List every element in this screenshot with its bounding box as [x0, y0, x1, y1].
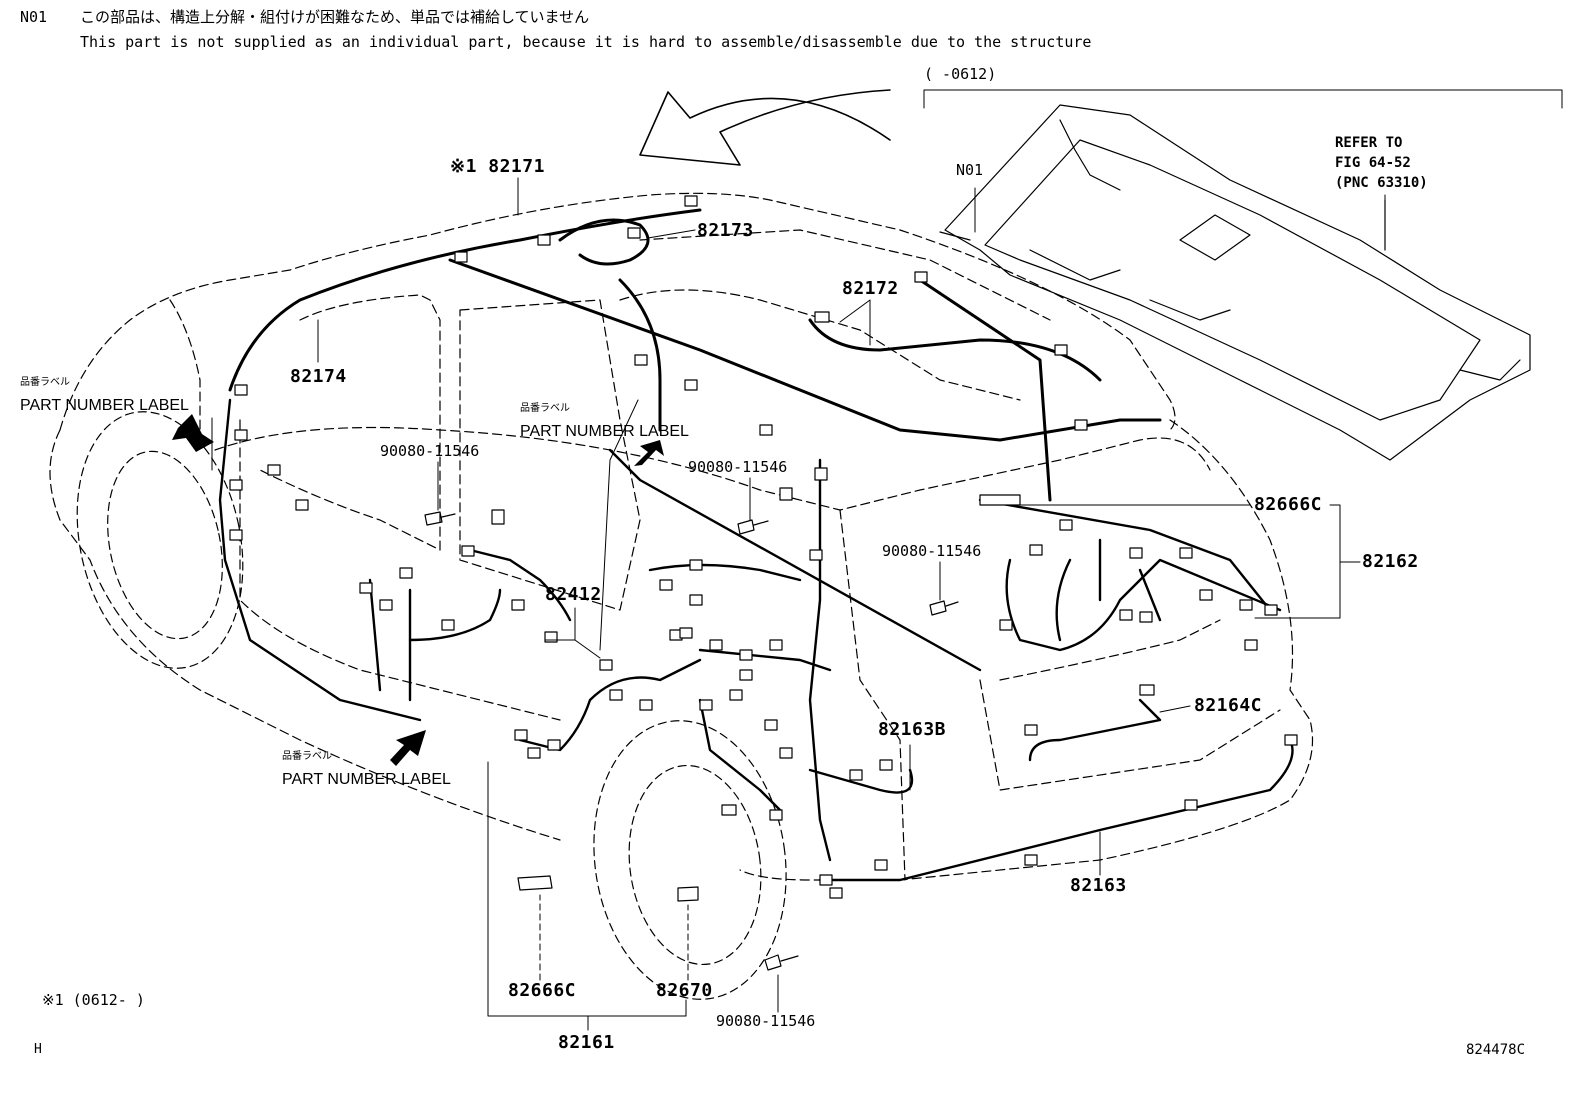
label-pointer-arrows: [172, 414, 664, 766]
vehicle-body-outline: [49, 192, 1314, 881]
direction-arrow-icon: [639, 89, 891, 166]
part-number-label-bottom: PART NUMBER LABEL: [282, 771, 451, 788]
callout-82171[interactable]: ※1 82171: [450, 156, 545, 177]
refer-line-3: (PNC 63310): [1335, 175, 1428, 191]
part-number-label-jp-mid: 品番ラベル: [520, 403, 570, 414]
date-range-bracket: [923, 89, 1563, 109]
note-english: This part is not supplied as an individu…: [80, 33, 1092, 51]
refer-line-1: REFER TO: [1335, 135, 1403, 151]
callout-82412[interactable]: 82412: [545, 584, 602, 605]
headliner-panel: [939, 104, 1531, 461]
callout-bolt-d[interactable]: 90080-11546: [716, 1012, 816, 1030]
callout-bolt-c[interactable]: 90080-11546: [882, 542, 982, 560]
part-number-label-left: PART NUMBER LABEL: [20, 397, 189, 414]
corner-code: H: [34, 1042, 42, 1057]
callout-82174[interactable]: 82174: [290, 366, 347, 387]
callout-82666c-top[interactable]: 82666C: [1254, 494, 1323, 515]
refer-line-2: FIG 64-52: [1335, 155, 1411, 171]
callout-82164c[interactable]: 82164C: [1194, 695, 1263, 716]
wheel-rear: [593, 720, 787, 1000]
callout-bolt-b[interactable]: 90080-11546: [688, 458, 788, 476]
leader-lines: [211, 177, 1386, 1031]
callout-bolt-a[interactable]: 90080-11546: [380, 442, 480, 460]
callout-82161[interactable]: 82161: [558, 1032, 615, 1053]
callout-82162[interactable]: 82162: [1362, 551, 1419, 572]
wire-harness-roof: [228, 208, 1162, 502]
note-code: N01: [20, 8, 48, 26]
wheel-front: [76, 411, 244, 669]
callout-82666c-bottom[interactable]: 82666C: [508, 980, 577, 1001]
bolt-icons: [424, 511, 959, 971]
wire-harness-floor: [218, 398, 1294, 882]
figure-id: 824478C: [1466, 1042, 1526, 1058]
callout-82163[interactable]: 82163: [1070, 875, 1127, 896]
callout-82172[interactable]: 82172: [842, 278, 899, 299]
part-number-label-mid: PART NUMBER LABEL: [520, 423, 689, 440]
date-range-top: ( -0612): [924, 65, 997, 83]
callout-82173[interactable]: 82173: [697, 220, 754, 241]
part-number-label-jp-left: 品番ラベル: [20, 377, 70, 388]
callout-n01: N01: [956, 161, 984, 179]
connectors: [229, 195, 1298, 899]
callout-82670[interactable]: 82670: [656, 980, 713, 1001]
note-japanese: この部品は、構造上分解・組付けが困難なため、単品では補給していません: [80, 8, 590, 26]
part-number-label-jp-bottom: 品番ラベル: [282, 751, 332, 762]
callout-82163b[interactable]: 82163B: [878, 719, 947, 740]
footnote: ※1 (0612- ): [42, 991, 145, 1009]
